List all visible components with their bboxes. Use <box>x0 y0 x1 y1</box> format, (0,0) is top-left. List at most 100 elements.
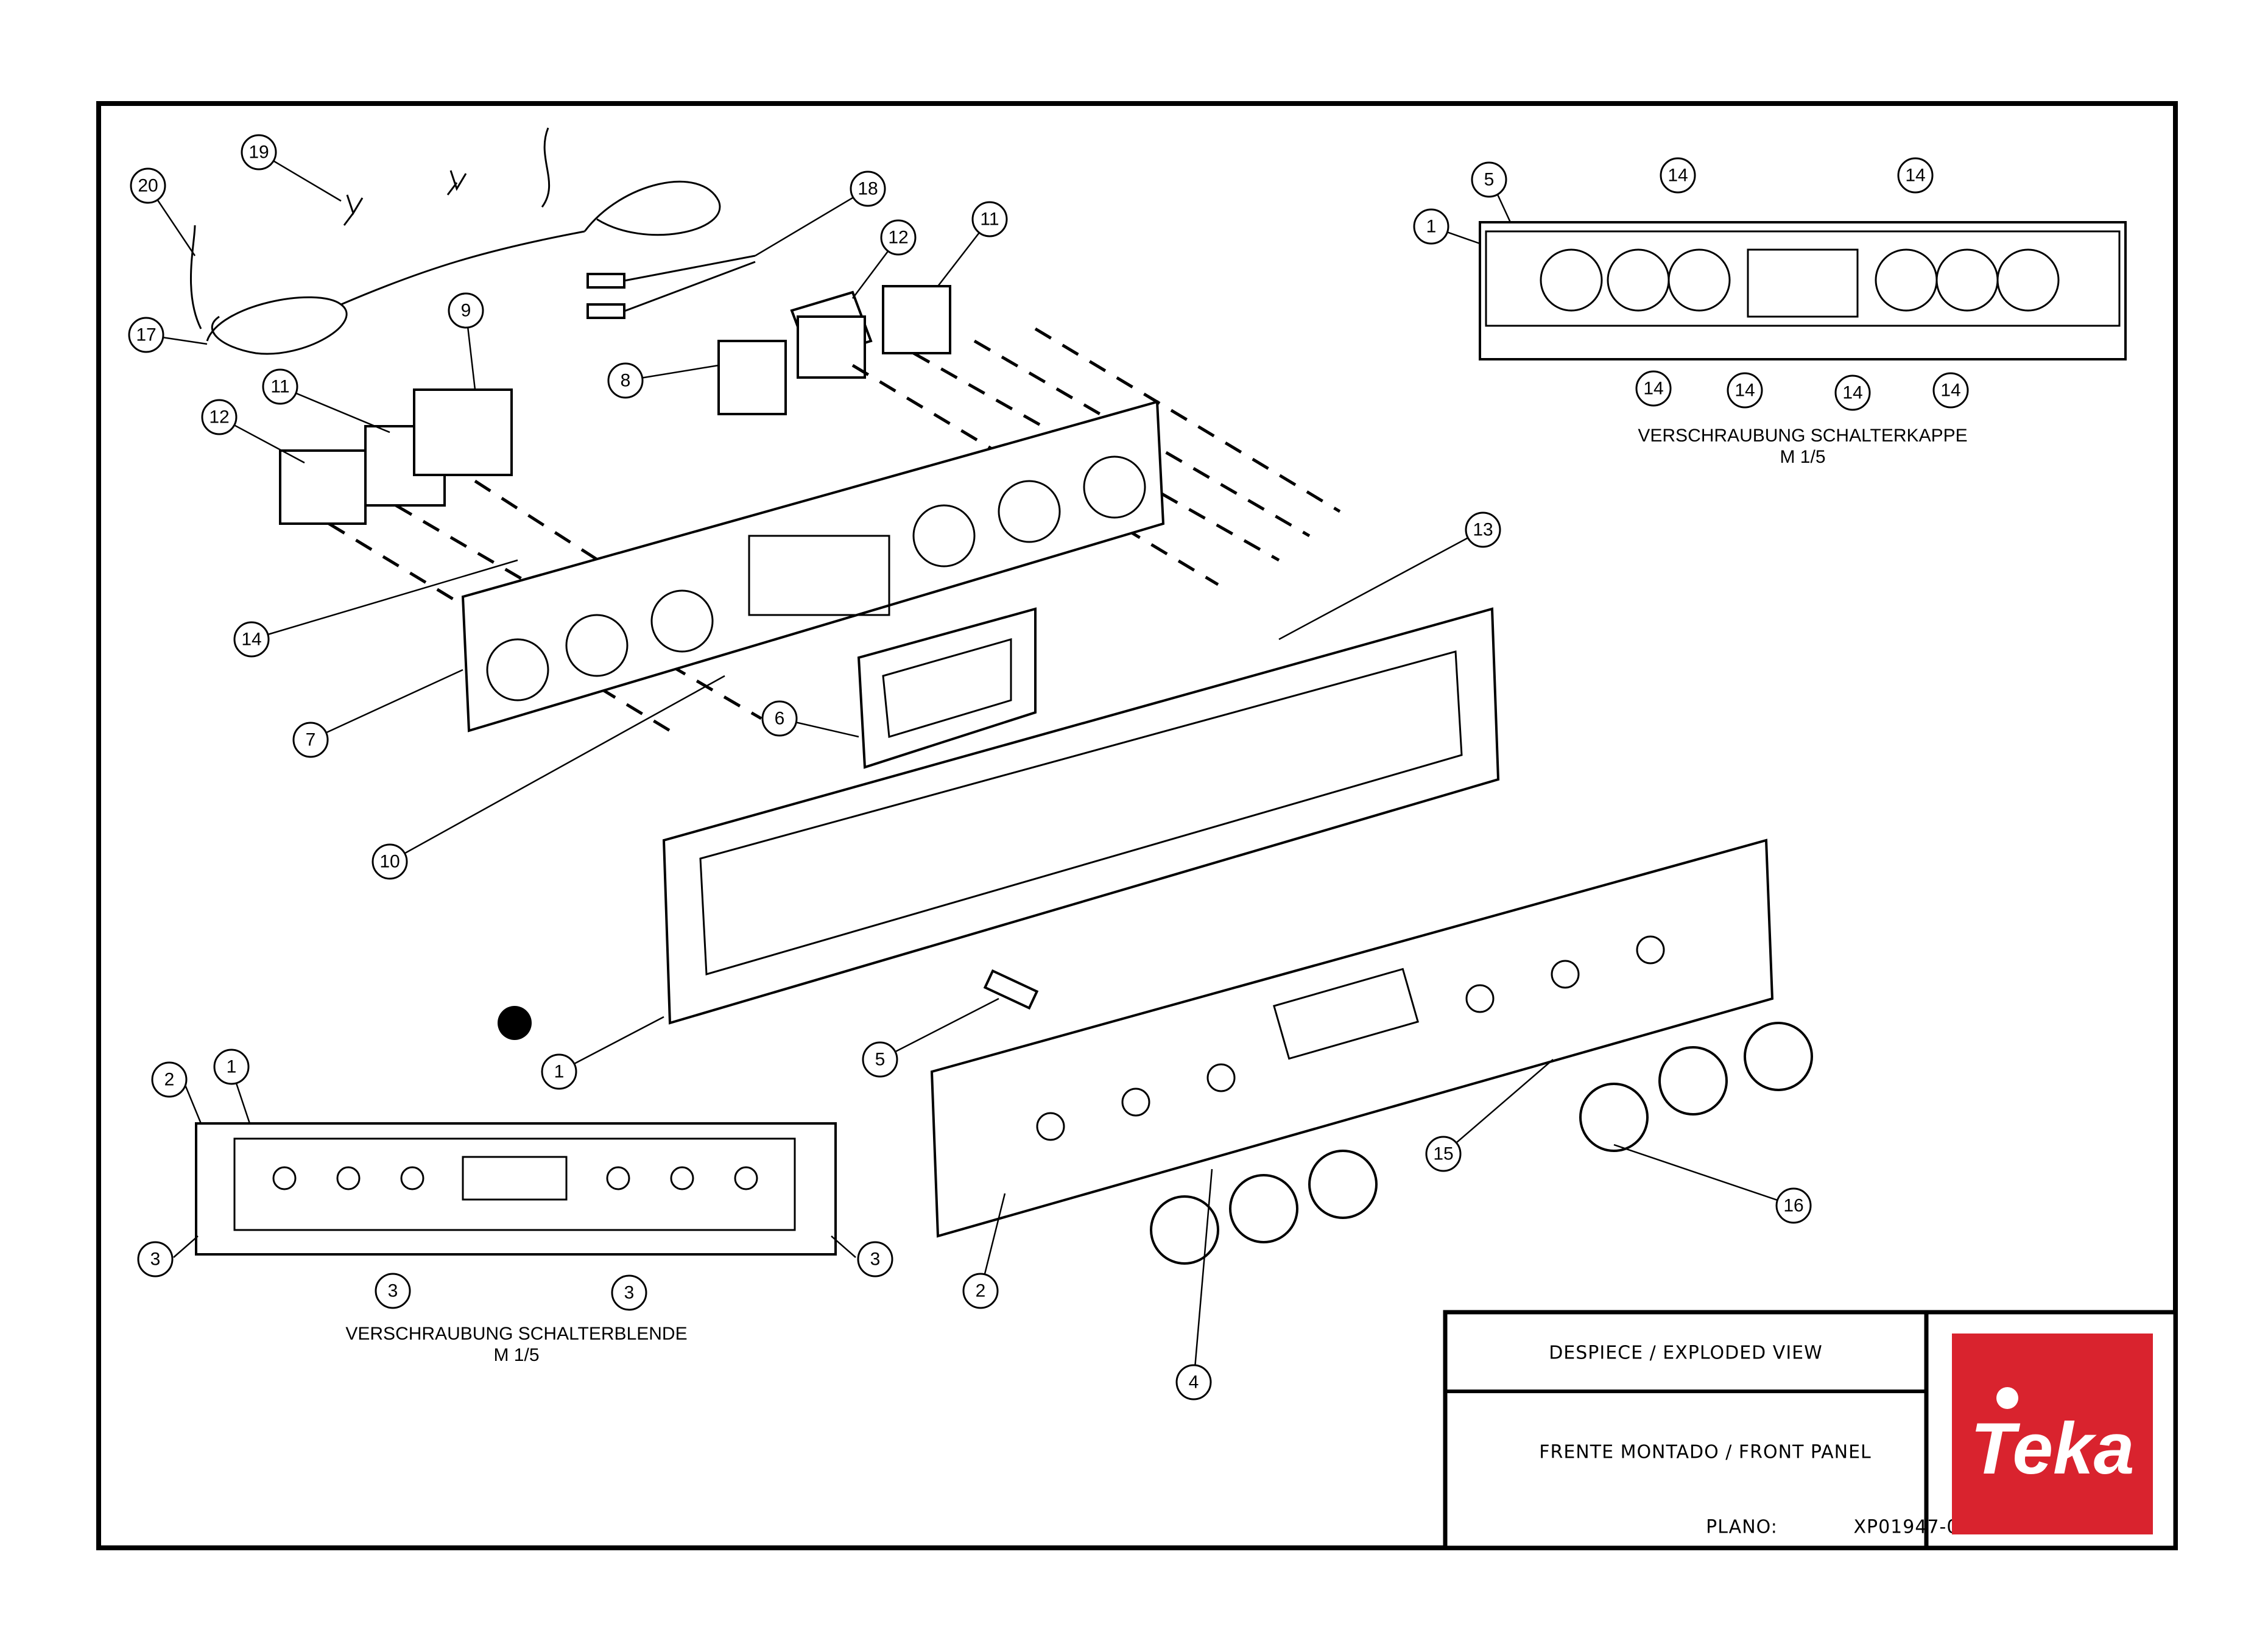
rubber-bumper <box>498 1006 532 1040</box>
selector-switch-9 <box>413 388 513 476</box>
callout-detail-bottom-3a: 3 <box>137 1241 174 1277</box>
svg-text:18: 18 <box>858 179 878 199</box>
callout-detail-top-5: 5 <box>1471 161 1507 198</box>
callout-6: 6 <box>761 700 798 737</box>
callout-detail-top-14f: 14 <box>1932 372 1969 409</box>
teka-logo: Teka <box>1952 1334 2153 1534</box>
callout-detail-top-14e: 14 <box>1834 374 1871 411</box>
front-frame <box>662 607 1500 1025</box>
svg-text:5: 5 <box>1484 170 1495 190</box>
detail-top-right: VERSCHRAUBUNG SCHALTERKAPPE M 1/5 <box>1479 221 2127 467</box>
svg-text:1: 1 <box>1426 217 1437 237</box>
logo-text: Teka <box>1970 1408 2134 1489</box>
logo-dot <box>1996 1387 2018 1409</box>
display-module <box>857 607 1037 769</box>
switch-bracket <box>461 400 1165 733</box>
control-panel <box>930 838 1774 1238</box>
callout-8: 8 <box>607 362 644 399</box>
svg-text:3: 3 <box>150 1249 161 1270</box>
callout-5: 5 <box>862 1041 898 1078</box>
callout-9: 9 <box>448 292 484 329</box>
part-name: FRENTE MONTADO / FRONT PANEL <box>1539 1442 1872 1463</box>
svg-text:20: 20 <box>138 176 158 196</box>
callout-circles: 20 19 18 12 11 17 9 8 11 12 14 7 13 6 10… <box>128 134 1969 1400</box>
callout-11: 11 <box>971 201 1008 237</box>
clip-parts <box>343 170 467 226</box>
svg-text:10: 10 <box>379 852 400 872</box>
svg-text:15: 15 <box>1433 1144 1453 1164</box>
callout-17: 17 <box>128 317 164 353</box>
svg-text:2: 2 <box>976 1281 986 1301</box>
svg-text:3: 3 <box>870 1249 881 1270</box>
view-title: DESPIECE / EXPLODED VIEW <box>1549 1343 1823 1364</box>
drawing-frame <box>96 101 2178 1550</box>
callout-14: 14 <box>233 621 270 658</box>
svg-text:12: 12 <box>888 228 908 248</box>
plano-number: XP01947-00 <box>1853 1517 1971 1538</box>
callout-4: 4 <box>1175 1364 1212 1400</box>
plano-label: PLANO: <box>1706 1517 1778 1538</box>
svg-text:14: 14 <box>1668 166 1688 186</box>
callout-15: 15 <box>1425 1136 1462 1172</box>
callout-1: 1 <box>541 1053 577 1090</box>
callout-2: 2 <box>962 1273 999 1309</box>
bracket-part-5 <box>983 969 1039 1010</box>
callout-detail-bottom-2: 2 <box>151 1061 188 1098</box>
callout-16: 16 <box>1775 1187 1812 1224</box>
callout-detail-bottom-3d: 3 <box>857 1241 893 1277</box>
callout-detail-top-14d: 14 <box>1727 372 1763 409</box>
detail-top-scale: M 1/5 <box>1780 447 1825 467</box>
svg-text:3: 3 <box>388 1281 398 1301</box>
callout-detail-bottom-3c: 3 <box>611 1274 647 1311</box>
svg-text:11: 11 <box>270 377 289 397</box>
svg-text:14: 14 <box>1734 381 1755 401</box>
svg-text:5: 5 <box>875 1050 886 1070</box>
svg-text:14: 14 <box>241 630 261 650</box>
callout-12: 12 <box>880 219 917 256</box>
detail-bottom-title: VERSCHRAUBUNG SCHALTERBLENDE <box>345 1324 687 1344</box>
svg-text:14: 14 <box>1940 381 1960 401</box>
svg-text:14: 14 <box>1905 166 1925 186</box>
callout-detail-top-14a: 14 <box>1660 157 1696 194</box>
svg-text:1: 1 <box>554 1062 565 1082</box>
detail-bottom-left: VERSCHRAUBUNG SCHALTERBLENDE M 1/5 <box>195 1122 837 1365</box>
svg-text:9: 9 <box>461 301 471 321</box>
callout-detail-top-1: 1 <box>1413 208 1449 245</box>
svg-text:8: 8 <box>621 371 631 391</box>
svg-text:2: 2 <box>164 1070 175 1090</box>
callout-detail-bottom-1: 1 <box>213 1049 250 1085</box>
callout-7: 7 <box>292 722 329 758</box>
svg-text:4: 4 <box>1189 1372 1199 1393</box>
callout-19: 19 <box>241 134 277 170</box>
callout-18: 18 <box>850 170 886 207</box>
callout-10: 10 <box>372 843 408 880</box>
callout-12-left: 12 <box>201 399 238 435</box>
detail-top-title: VERSCHRAUBUNG SCHALTERKAPPE <box>1638 426 1967 446</box>
svg-text:12: 12 <box>209 407 229 427</box>
callout-detail-bottom-3b: 3 <box>375 1273 411 1309</box>
svg-text:16: 16 <box>1783 1196 1803 1216</box>
svg-text:11: 11 <box>980 209 999 230</box>
svg-text:19: 19 <box>248 142 269 163</box>
switch-12-upper <box>790 290 873 379</box>
control-knobs <box>1150 1022 1813 1265</box>
svg-text:13: 13 <box>1473 520 1493 540</box>
leader-lines <box>146 151 1794 1383</box>
switch-11-upper <box>882 285 951 354</box>
callout-detail-top-14c: 14 <box>1635 370 1672 407</box>
svg-text:3: 3 <box>624 1283 635 1303</box>
callout-detail-top-14b: 14 <box>1897 157 1934 194</box>
svg-text:17: 17 <box>136 325 156 345</box>
lamp-wire-part <box>586 255 756 319</box>
svg-text:6: 6 <box>775 709 785 729</box>
callout-20: 20 <box>130 167 166 204</box>
switch-12-left <box>279 449 367 525</box>
svg-text:14: 14 <box>1643 379 1663 399</box>
detail-bottom-scale: M 1/5 <box>493 1345 539 1365</box>
svg-text:14: 14 <box>1842 383 1862 403</box>
callout-13: 13 <box>1465 511 1501 548</box>
svg-text:1: 1 <box>227 1057 237 1077</box>
callout-11-left: 11 <box>262 368 298 405</box>
svg-text:7: 7 <box>306 730 316 750</box>
